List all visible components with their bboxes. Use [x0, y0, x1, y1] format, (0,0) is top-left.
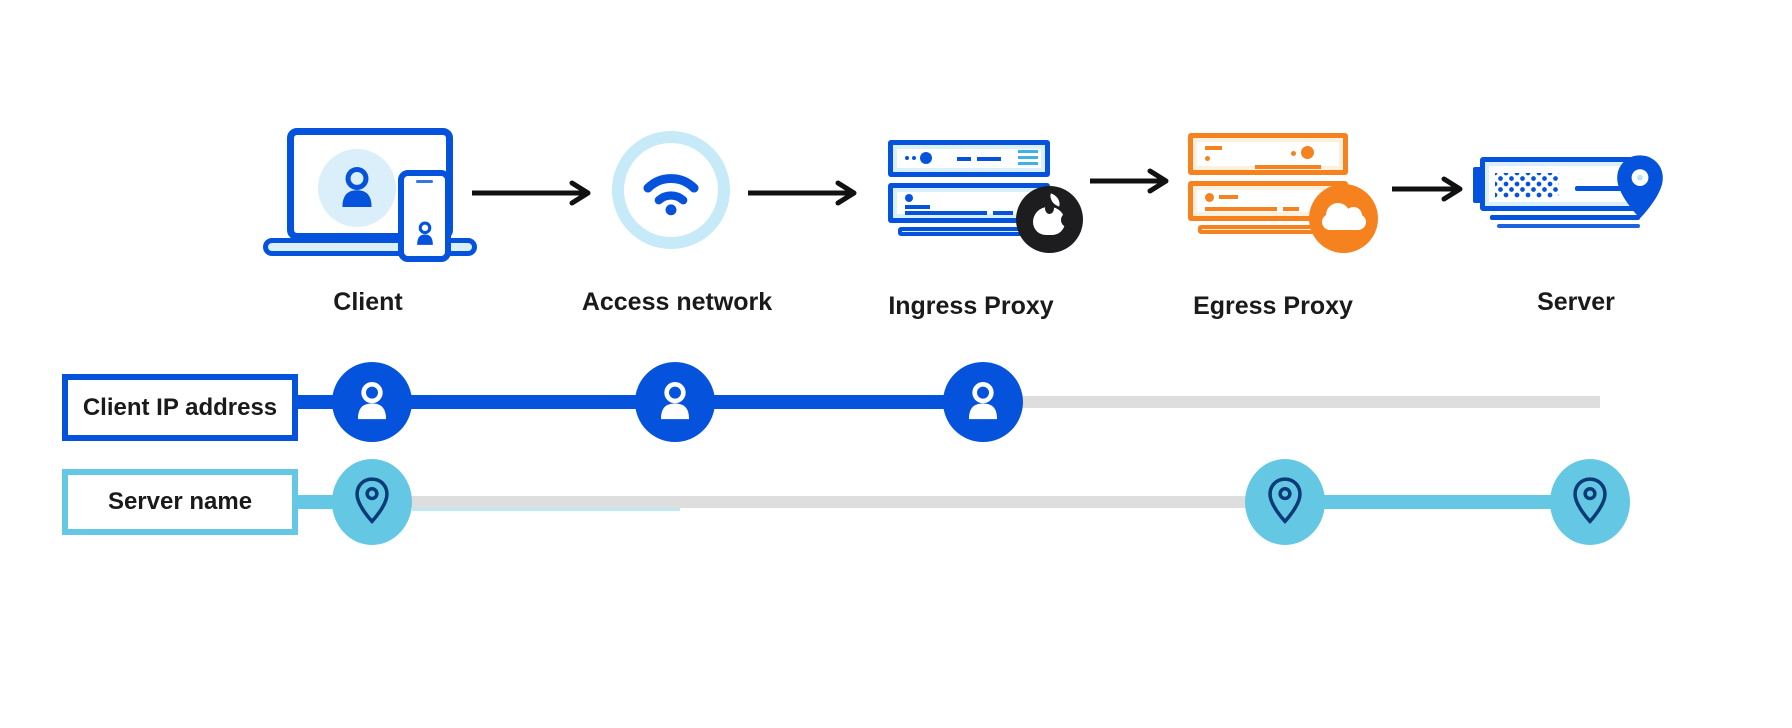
apple-notch	[1045, 203, 1054, 214]
location-pin-icon	[355, 477, 389, 524]
wifi-icon	[643, 174, 699, 216]
node-label-ingress-proxy: Ingress Proxy	[888, 292, 1054, 320]
client-ip-marker-access-network	[635, 362, 715, 442]
server-name-label: Server name	[107, 488, 253, 515]
server-name-marker-egress-proxy	[1245, 459, 1325, 545]
flow-arrow	[748, 180, 857, 206]
node-label-server: Server	[1537, 288, 1615, 316]
server-name-label-box: Server name	[62, 469, 298, 535]
user-icon	[968, 381, 998, 420]
cloudflare-icon	[1322, 203, 1366, 230]
flow-arrow	[1392, 176, 1463, 202]
server-stack-edge	[1490, 215, 1640, 220]
client-ip-address-label: Client IP address	[82, 393, 278, 421]
server-node-icon	[1480, 157, 1640, 211]
apple-bite	[1061, 213, 1074, 227]
client-ip-marker-client	[332, 362, 412, 442]
person-icon	[417, 221, 433, 245]
server-dot-matrix	[1495, 173, 1559, 198]
node-label-access-network: Access network	[581, 288, 773, 316]
access-network-node-icon	[612, 131, 730, 249]
flow-arrow	[472, 180, 591, 206]
server-name-track-active-segment	[1285, 495, 1590, 509]
server-name-marker-server	[1550, 459, 1630, 545]
user-icon	[357, 381, 387, 420]
node-label-egress-proxy: Egress Proxy	[1193, 292, 1353, 320]
server-name-track-inactive-segment	[372, 496, 1285, 508]
cloudflare-logo-badge	[1309, 184, 1378, 253]
user-icon	[660, 381, 690, 420]
flow-arrow	[1090, 168, 1169, 194]
phone-speaker	[416, 180, 433, 183]
client-ip-marker-ingress-proxy	[943, 362, 1023, 442]
client-ip-track-inactive-segment	[984, 396, 1600, 408]
server-line	[1575, 186, 1633, 191]
client-ip-address-label-box: Client IP address	[62, 374, 298, 441]
person-icon	[342, 167, 372, 208]
server-stack-edge	[1497, 224, 1640, 228]
user-avatar-icon	[318, 149, 396, 227]
client-node-icon	[263, 128, 477, 262]
location-pin-icon	[1617, 155, 1663, 219]
server-rack	[888, 140, 1050, 177]
server-name-track-faint-underline	[412, 508, 680, 511]
apple-logo-badge	[1016, 186, 1083, 253]
server-side-tab	[1473, 167, 1482, 203]
node-label-client: Client	[333, 288, 403, 316]
phone-icon	[398, 170, 451, 262]
server-rack	[1188, 133, 1348, 175]
location-pin-icon	[1268, 477, 1302, 524]
location-pin-icon	[1573, 477, 1607, 524]
server-name-marker-client	[332, 459, 412, 545]
